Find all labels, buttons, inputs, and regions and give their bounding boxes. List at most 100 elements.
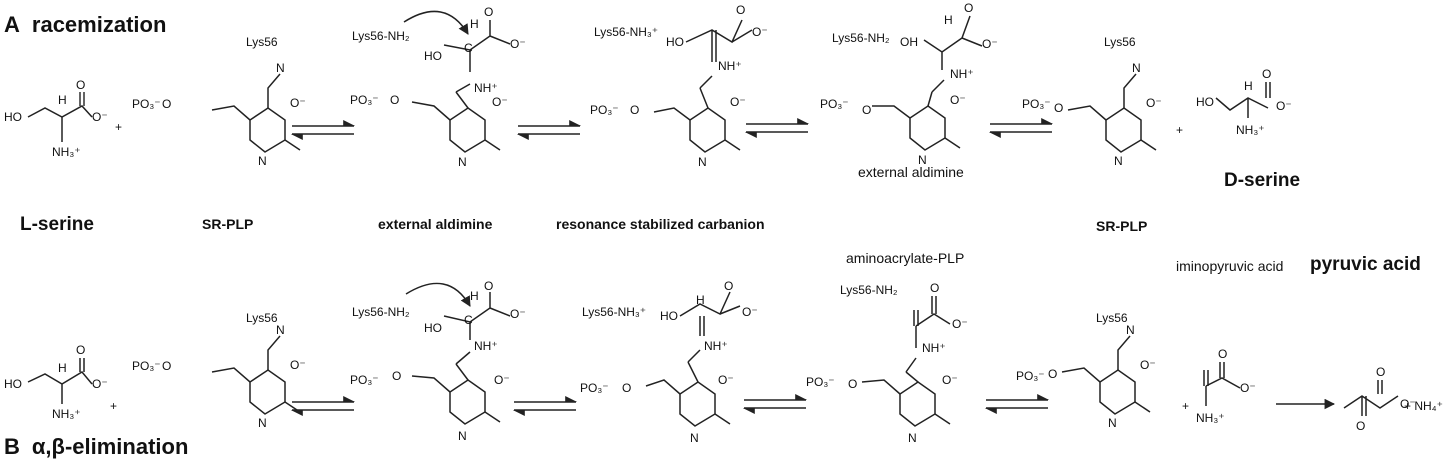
ammonium-label: + NH₄⁺ [1404,399,1443,413]
atom-label: H [58,93,67,107]
atom-label: O [964,1,973,15]
atom-label: O⁻ [92,377,108,391]
atom-label: N [918,153,927,167]
l-serine-structure-a: HO H O O⁻ NH₃⁺ [4,78,108,159]
atom-label: O⁻ [952,317,968,331]
atom-label: N [258,416,267,430]
atom-label: PO₃⁻ [590,103,619,117]
atom-label: O [76,343,85,357]
atom-label: HO [4,110,22,124]
atom-label: HO [666,35,684,49]
atom-label: NH₃⁺ [52,407,81,421]
atom-label: O⁻ [510,37,526,51]
pyruvic-acid-label: pyruvic acid [1310,254,1421,275]
atom-label: PO₃⁻ [132,97,161,111]
pyruvic-acid-structure: O O O⁻ [1343,365,1416,433]
atom-label: O⁻ [494,373,510,387]
atom-label: H [1244,79,1253,93]
atom-label: O⁻ [290,96,306,110]
atom-label: O [162,359,171,373]
atom-label: NH⁺ [704,339,728,353]
atom-label: HO [424,49,442,63]
atom-label: C [464,313,473,327]
atom-label: H [696,293,705,307]
atom-label: O⁻ [1276,99,1292,113]
atom-label: O⁻ [982,37,998,51]
atom-label: NH⁺ [922,341,946,355]
atom-label: NH₃⁺ [1236,123,1265,137]
atom-label: O⁻ [492,95,508,109]
atom-label: Lys56-NH₃⁺ [594,25,658,39]
atom-label: O [1376,365,1385,379]
section-title: α,β-elimination [31,434,189,459]
atom-label: HO [1196,95,1214,109]
external-aldimine-structure-a2: Lys56-NH₂ OH H O O⁻ NH⁺ PO₃⁻ O O⁻ N [820,1,998,167]
atom-label: O [848,377,857,391]
equilibrium-arrow [742,394,808,414]
atom-label: O⁻ [92,110,108,124]
atom-label: Lys56-NH₂ [352,29,410,43]
atom-label: H [470,17,479,31]
aminoacrylate-plp-label: aminoacrylate-PLP [846,250,965,266]
atom-label: O [392,369,401,383]
atom-label: O [390,93,399,107]
atom-label: NH₃⁺ [52,145,81,159]
section-letter: B [4,434,20,459]
atom-label: H [944,13,953,27]
atom-label: O [484,279,493,293]
atom-label: N [1114,154,1123,168]
atom-label: PO₃⁻ [820,97,849,111]
sr-plp-label: SR-PLP [1096,218,1148,234]
atom-label: N [908,431,917,445]
external-aldimine-label: external aldimine [858,164,964,180]
atom-label: OH [900,35,918,49]
atom-label: O⁻ [718,373,734,387]
resonance-carbanion-label: resonance stabilized carbanion [556,216,765,232]
atom-label: N [1126,323,1135,337]
atom-label: Lys56-NH₂ [352,305,410,319]
plus-sign: + [1182,399,1189,413]
atom-label: NH⁺ [474,81,498,95]
atom-label: Lys56 [1104,35,1136,49]
atom-label: O⁻ [1140,358,1156,372]
atom-label: O [1048,367,1057,381]
atom-label: HO [424,321,442,335]
d-serine-structure: HO H O O⁻ NH₃⁺ [1196,67,1292,137]
iminopyruvic-acid-structure: O O⁻ NH₃⁺ [1196,347,1256,425]
sr-plp-structure-a2: PO₃⁻ O O⁻ N N Lys56 [1022,35,1162,168]
atom-label: N [276,61,285,75]
atom-label: O⁻ [290,358,306,372]
atom-label: O⁻ [742,305,758,319]
l-serine-label: L-serine [20,214,94,235]
atom-label: O [930,281,939,295]
atom-label: H [470,289,479,303]
equilibrium-arrow [744,118,810,138]
atom-label: O⁻ [942,373,958,387]
l-serine-structure-b: HO H O O⁻ NH₃⁺ [4,343,108,421]
atom-label: N [1108,416,1117,430]
atom-label: O [1356,419,1365,433]
atom-label: Lys56 [246,311,278,325]
atom-label: H [58,361,67,375]
carbanion-structure-a: Lys56-NH₃⁺ HO O O⁻ NH⁺ PO₃⁻ O O⁻ N [590,3,768,169]
sr-plp-structure-a1: PO₃⁻ O O⁻ N N Lys56 [132,35,306,168]
atom-label: O [76,78,85,92]
atom-label: PO₃⁻ [132,359,161,373]
atom-label: N [1132,61,1141,75]
atom-label: NH⁺ [474,339,498,353]
equilibrium-arrow [988,118,1054,138]
atom-label: N [258,154,267,168]
atom-label: O [1054,101,1063,115]
atom-label: O [622,381,631,395]
atom-label: N [698,155,707,169]
atom-label: PO₃⁻ [1016,369,1045,383]
atom-label: Lys56-NH₃⁺ [582,305,646,319]
atom-label: O [736,3,745,17]
atom-label: N [458,429,467,443]
atom-label: O [162,97,171,111]
atom-label: O⁻ [1400,397,1416,411]
atom-label: O⁻ [950,93,966,107]
equilibrium-arrow [512,396,578,416]
